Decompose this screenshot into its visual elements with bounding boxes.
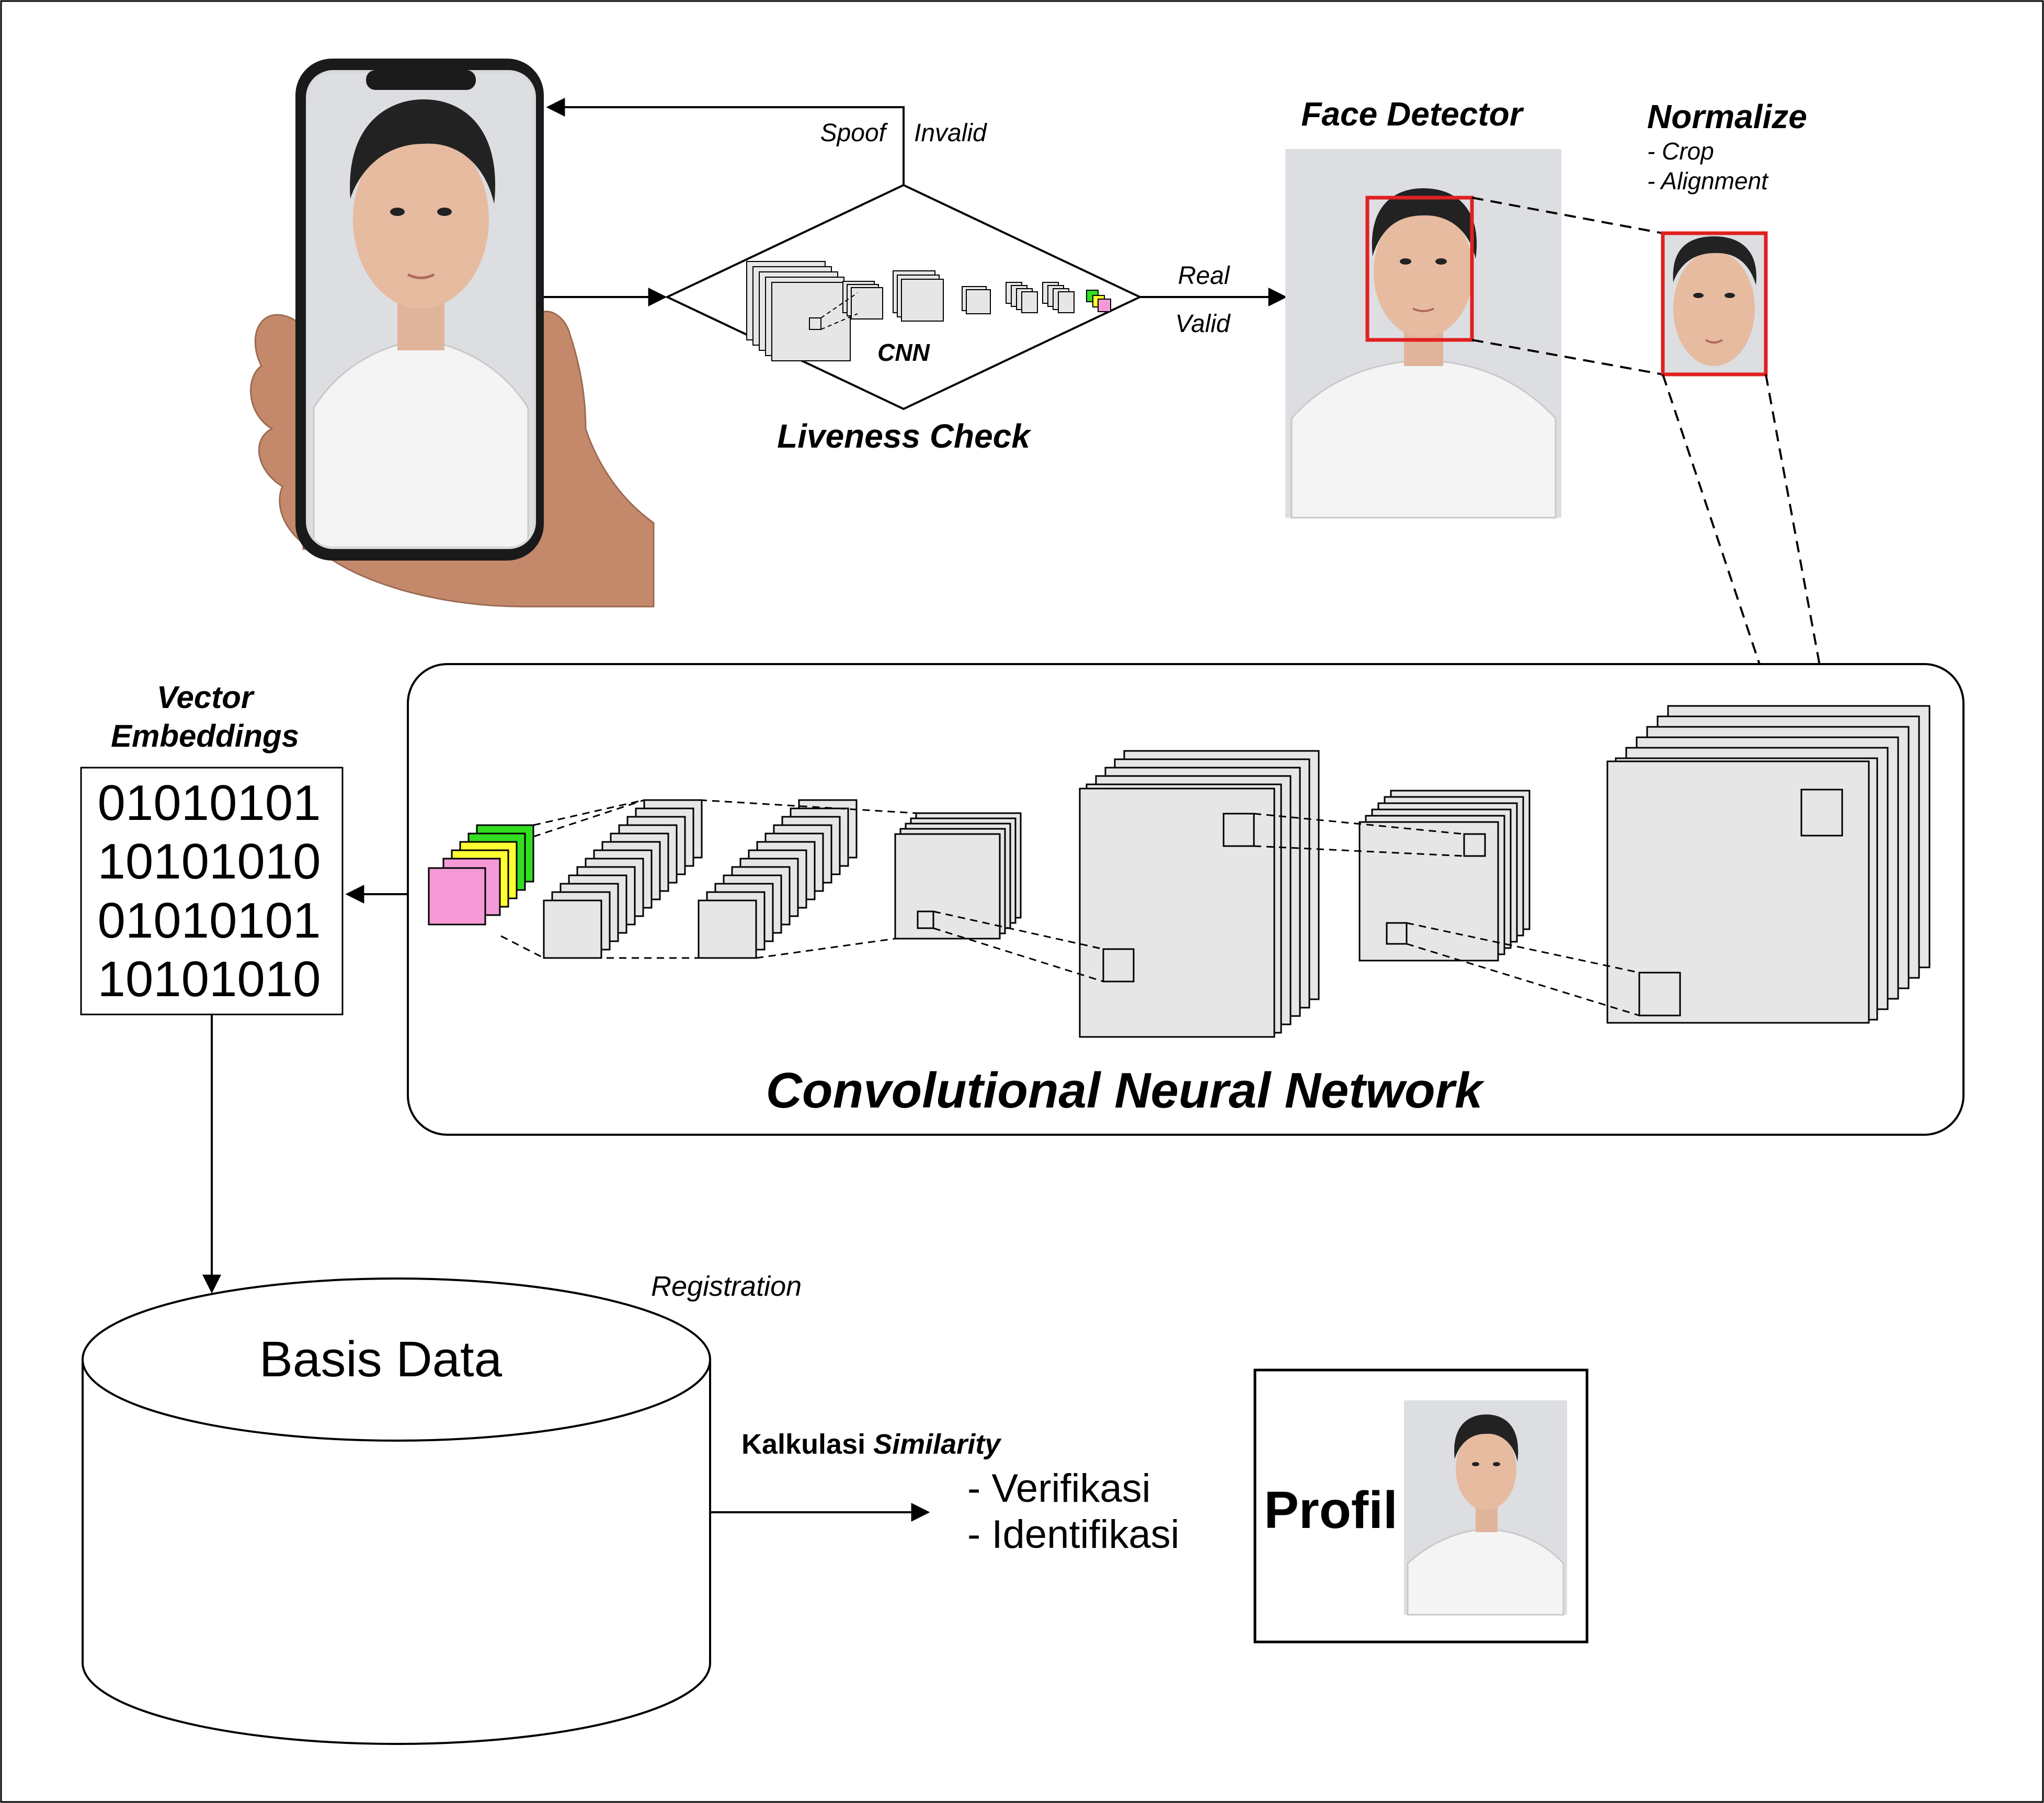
normalize-title: Normalize bbox=[1647, 98, 1807, 135]
phone-portrait bbox=[309, 73, 533, 546]
embedding-row: 10101010 bbox=[97, 834, 321, 889]
normalized-face-image bbox=[1663, 233, 1766, 374]
cnn-input-stack bbox=[1606, 705, 1931, 1024]
registration-label: Registration bbox=[651, 1271, 802, 1302]
arrow-spoof-feedback bbox=[546, 98, 905, 185]
phone-in-hand-image bbox=[250, 59, 655, 608]
normalize-step-crop: - Crop bbox=[1647, 138, 1714, 165]
cnn-layers bbox=[428, 705, 1931, 1038]
output-verifikasi: - Verifikasi bbox=[967, 1466, 1151, 1511]
cnn-panel-title: Convolutional Neural Network bbox=[766, 1063, 1485, 1119]
normalize-step-alignment: - Alignment bbox=[1647, 167, 1769, 195]
invalid-label: Invalid bbox=[914, 119, 987, 147]
cnn-connectors bbox=[500, 799, 1640, 1017]
cnn-fc-stack-a bbox=[543, 799, 703, 959]
cnn-conv-stack-2 bbox=[1358, 790, 1531, 962]
similarity-label-italic: Similarity bbox=[873, 1429, 1002, 1460]
embedding-row: 01010101 bbox=[97, 893, 321, 949]
projection-line-right bbox=[1765, 374, 1844, 793]
projection-line-top bbox=[1471, 197, 1663, 234]
cnn-conv-stack-1 bbox=[1079, 750, 1320, 1038]
hand-shape bbox=[250, 311, 655, 608]
database-title: Basis Data bbox=[259, 1331, 503, 1387]
liveness-check: CNN Liveness Check bbox=[665, 184, 1143, 455]
cnn-label: CNN bbox=[877, 339, 930, 366]
similarity-label: Kalkulasi Similarity bbox=[741, 1429, 1002, 1460]
input-receptive-field bbox=[1800, 789, 1843, 837]
input-kernel-bottom bbox=[1638, 972, 1681, 1017]
cnn-pool-stack bbox=[894, 812, 1022, 940]
valid-label: Valid bbox=[1175, 310, 1231, 338]
spoof-label: Spoof bbox=[820, 119, 888, 147]
liveness-title: Liveness Check bbox=[777, 417, 1032, 455]
real-label: Real bbox=[1178, 262, 1230, 290]
mini-cnn-icon bbox=[746, 261, 1111, 361]
output-identifikasi: - Identifikasi bbox=[967, 1512, 1180, 1557]
similarity-label-plain: Kalkulasi bbox=[741, 1429, 873, 1460]
face-detector-title: Face Detector bbox=[1301, 95, 1524, 133]
phone-notch bbox=[366, 70, 476, 90]
cnn-output-embedding bbox=[428, 824, 534, 926]
face-detector-image bbox=[1285, 149, 1561, 519]
database-cylinder bbox=[82, 1277, 711, 1745]
embedding-row: 01010101 bbox=[97, 775, 321, 831]
face-bounding-box bbox=[1365, 196, 1474, 342]
embeddings-title-line2: Embeddings bbox=[111, 718, 299, 754]
projection-line-bottom bbox=[1471, 339, 1663, 375]
embeddings-title-line1: Vector bbox=[157, 680, 255, 715]
embedding-row: 10101010 bbox=[97, 951, 321, 1007]
cnn-fc-stack-b bbox=[698, 799, 858, 959]
normalized-face-box bbox=[1661, 231, 1768, 376]
profile-label: Profil bbox=[1264, 1481, 1398, 1539]
embeddings-box bbox=[80, 767, 344, 1015]
profile-photo bbox=[1404, 1400, 1567, 1616]
